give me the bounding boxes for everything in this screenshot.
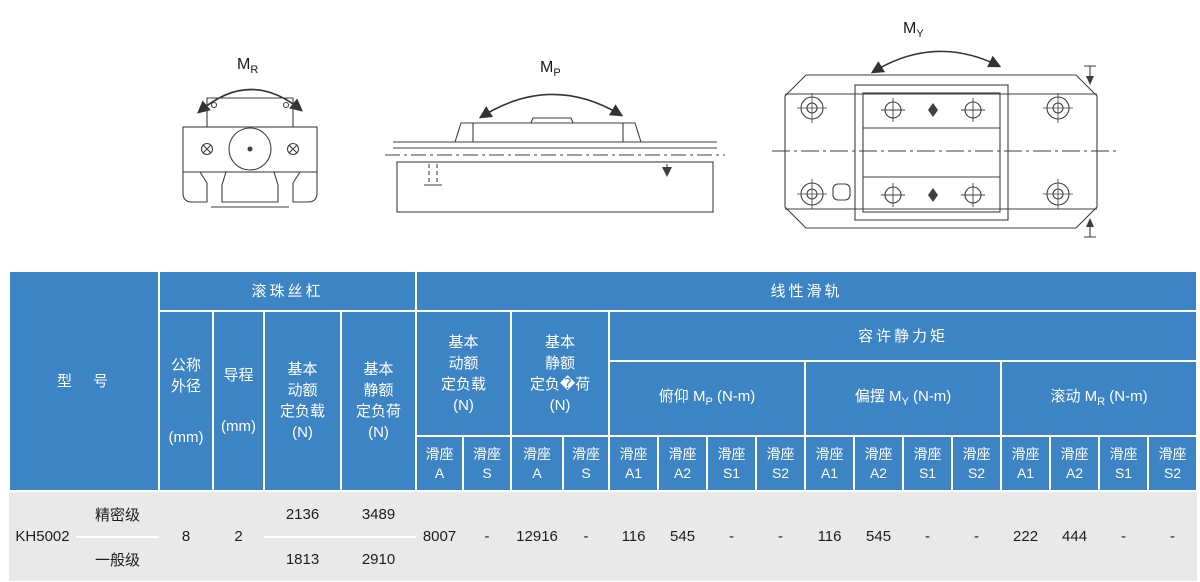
roll-moment-suffix: (N-m) (1105, 388, 1148, 406)
nominal-diameter-unit: (mm) (168, 428, 204, 446)
header-bs-static-load: 基本 静额 定负荷 (N) (340, 310, 418, 492)
header-slider-roll-s1: 滑座 S1 (1098, 435, 1150, 492)
yaw-moment-figure: MY (772, 8, 1117, 243)
header-allow-static-moment: 容许静力矩 (608, 310, 1199, 362)
cell-lg-dynamic-s: - (463, 490, 512, 581)
header-slider-stat-s: 滑座 S (562, 435, 611, 492)
header-slider-yaw-a2: 滑座 A2 (853, 435, 905, 492)
header-lg-dynamic-load: 基本 动额 定负载 (N) (415, 310, 513, 437)
cell-lg-static-a: 12916 (511, 490, 564, 581)
cell-bs-dynamic-precision: 2136 (264, 490, 342, 537)
cell-pitch-s1: - (707, 490, 757, 581)
header-slider-pitch-s1: 滑座 S1 (706, 435, 758, 492)
cell-yaw-a1: 116 (805, 490, 855, 581)
cell-roll-s1: - (1099, 490, 1149, 581)
header-slider-pitch-s2: 滑座 S2 (755, 435, 807, 492)
yaw-moment-sub: Y (901, 396, 909, 409)
roll-moment-sub: R (1097, 396, 1106, 409)
header-slider-yaw-a1: 滑座 A1 (804, 435, 856, 492)
cell-bs-dynamic-standard: 1813 (264, 536, 342, 581)
header-pitch-moment: 俯仰 MP (N-m) (608, 360, 807, 437)
header-ball-screw: 滚珠丝杠 (158, 270, 418, 312)
cell-grade-standard: 一般级 (76, 536, 160, 581)
yaw-moment-prefix: 偏摆 M (854, 388, 902, 406)
pitch-moment-label: MP (540, 59, 561, 79)
cell-bs-static-standard: 2910 (341, 536, 417, 581)
cell-yaw-s2: - (952, 490, 1002, 581)
cell-nominal-diameter: 8 (159, 490, 214, 581)
top-view-rail-drawing (772, 50, 1117, 238)
cell-pitch-a1: 116 (609, 490, 659, 581)
lead-label: 导程 (223, 367, 254, 384)
pitch-moment-subscript: P (553, 67, 561, 80)
roll-moment-arrow (197, 88, 303, 114)
header-lead: 导程 (mm) (212, 310, 266, 492)
yaw-moment-suffix: (N-m) (908, 388, 952, 406)
spec-table: 型 号 滚珠丝杠 线性滑轨 公称 外径 (mm) 导程 (mm) 基 (7, 270, 1199, 581)
header-slider-stat-a: 滑座 A (510, 435, 565, 492)
pitch-moment-prefix: 俯仰 M (658, 388, 706, 406)
yaw-moment-subscript: Y (916, 28, 924, 41)
cell-pitch-a2: 545 (658, 490, 708, 581)
nominal-diameter-label: 公称 外径 (171, 356, 202, 395)
cell-lg-static-s: - (563, 490, 610, 581)
header-linear-guide: 线性滑轨 (415, 270, 1199, 312)
cell-bs-static-precision: 3489 (341, 490, 417, 537)
cell-roll-s2: - (1148, 490, 1198, 581)
cell-pitch-s2: - (756, 490, 806, 581)
header-slider-roll-a1: 滑座 A1 (1000, 435, 1052, 492)
pitch-moment-figure: MP (385, 55, 725, 217)
side-view-rail-drawing (385, 93, 725, 213)
header-slider-pitch-a2: 滑座 A2 (657, 435, 709, 492)
header-slider-yaw-s2: 滑座 S2 (951, 435, 1003, 492)
header-bs-dynamic-load: 基本 动额 定负载 (N) (263, 310, 343, 492)
pitch-moment-arrow (478, 93, 624, 119)
header-model: 型 号 (7, 270, 161, 492)
header-slider-dyn-a: 滑座 A (415, 435, 465, 492)
header-slider-yaw-s1: 滑座 S1 (902, 435, 954, 492)
header-slider-roll-s2: 滑座 S2 (1147, 435, 1199, 492)
roll-moment-subscript: R (250, 64, 259, 77)
header-slider-roll-a2: 滑座 A2 (1049, 435, 1101, 492)
cell-yaw-a2: 545 (854, 490, 904, 581)
front-view-carriage-drawing (182, 88, 318, 208)
cell-yaw-s1: - (903, 490, 953, 581)
yaw-moment-symbol: M (903, 20, 917, 37)
header-slider-pitch-a1: 滑座 A1 (608, 435, 660, 492)
header-slider-dyn-s: 滑座 S (462, 435, 513, 492)
cell-lead: 2 (213, 490, 265, 581)
cell-roll-a1: 222 (1001, 490, 1051, 581)
lead-unit: (mm) (221, 418, 256, 435)
yaw-moment-arrow (870, 50, 1002, 74)
cell-roll-a2: 444 (1050, 490, 1100, 581)
roll-moment-prefix: 滚动 M (1050, 388, 1098, 406)
roll-moment-symbol: M (237, 56, 251, 73)
roll-moment-label: MR (237, 56, 258, 76)
header-roll-moment: 滚动 MR (N-m) (1000, 360, 1199, 437)
header-lg-static-load: 基本 静额 定负�荷 (N) (510, 310, 611, 437)
header-nominal-diameter: 公称 外径 (mm) (158, 310, 215, 492)
cell-grade-precision: 精密级 (76, 490, 160, 537)
yaw-moment-label: MY (903, 20, 924, 40)
roll-moment-figure: MR (165, 52, 335, 217)
pitch-moment-suffix: (N-m) (712, 388, 756, 406)
pitch-moment-sub: P (705, 396, 713, 409)
header-yaw-moment: 偏摆 MY (N-m) (804, 360, 1003, 437)
cell-model: KH5002 (9, 490, 76, 581)
pitch-moment-symbol: M (540, 59, 554, 76)
cell-lg-dynamic-a: 8007 (416, 490, 464, 581)
